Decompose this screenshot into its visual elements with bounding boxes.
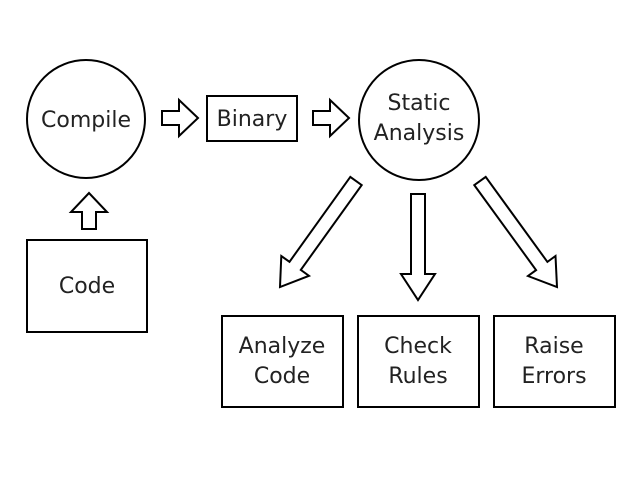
code-label: Code	[59, 274, 115, 299]
raise-errors-node: Raise Errors	[493, 315, 616, 408]
check-rules-label-line1: Check	[384, 334, 452, 359]
down-arrows-group	[278, 175, 559, 302]
static-analysis-node: Static Analysis	[358, 59, 480, 181]
check-rules-label-line2: Rules	[388, 364, 447, 389]
check-rules-node: Check Rules	[357, 315, 480, 408]
hollow-arrow-down-right-icon	[472, 175, 559, 289]
hollow-arrow-right-icon	[312, 97, 351, 139]
static-analysis-label-line1: Static	[388, 91, 451, 116]
hollow-arrow-down-icon	[399, 193, 437, 302]
binary-node: Binary	[206, 95, 298, 142]
raise-errors-label-line2: Errors	[521, 364, 586, 389]
hollow-arrow-down-left-icon	[278, 175, 364, 289]
analyze-code-label-line2: Code	[254, 364, 310, 389]
analyze-code-label-line1: Analyze	[239, 334, 326, 359]
analyze-code-node: Analyze Code	[221, 315, 344, 408]
hollow-arrow-up-icon	[68, 191, 110, 230]
hollow-arrow-right-icon	[161, 97, 200, 139]
compile-label: Compile	[41, 108, 131, 133]
static-analysis-label-line2: Analysis	[374, 121, 465, 146]
compile-node: Compile	[26, 59, 146, 179]
raise-errors-label-line1: Raise	[524, 334, 583, 359]
binary-label: Binary	[217, 107, 288, 132]
code-node: Code	[26, 239, 148, 333]
